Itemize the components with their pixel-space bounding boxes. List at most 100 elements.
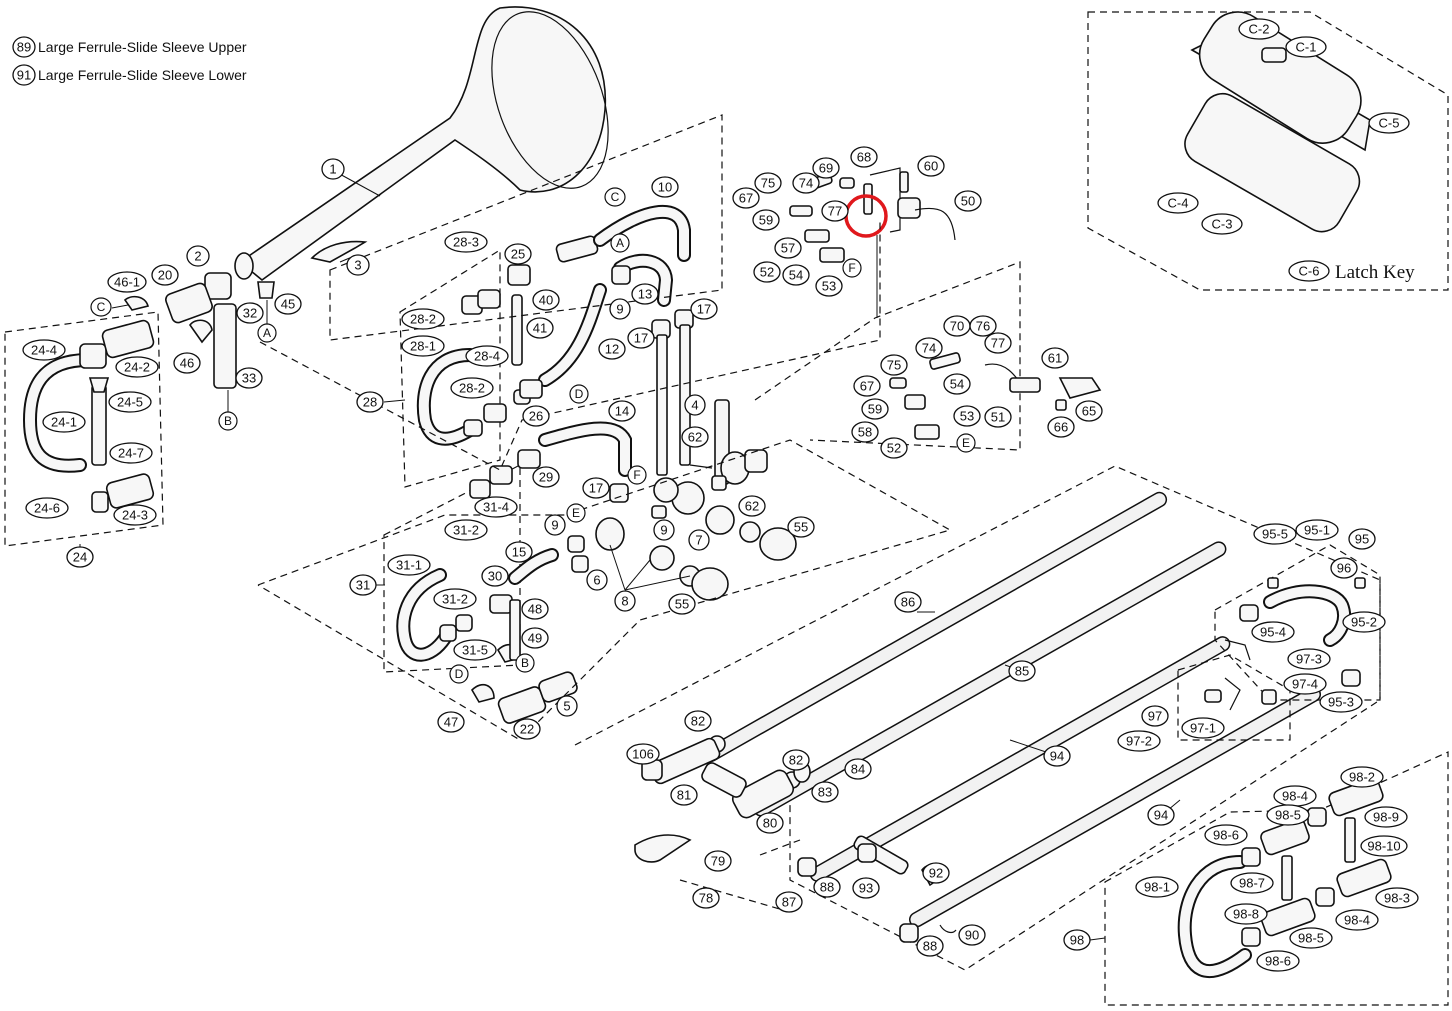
callout-94-upper: 94 (1043, 745, 1071, 767)
callout-98-8: 98-8 (1224, 903, 1268, 925)
svg-text:28-3: 28-3 (453, 235, 479, 250)
svg-text:40: 40 (539, 293, 553, 308)
group-28 (399, 235, 599, 488)
callout-92: 92 (922, 862, 950, 884)
callout-45: 45 (274, 293, 302, 315)
svg-text:67: 67 (739, 191, 753, 206)
svg-text:62: 62 (688, 430, 702, 445)
svg-text:55: 55 (794, 520, 808, 535)
callout-31-1: 31-1 (387, 554, 431, 576)
svg-text:94: 94 (1050, 749, 1064, 764)
svg-text:31-2: 31-2 (442, 592, 468, 607)
svg-text:49: 49 (528, 631, 542, 646)
callout-46-1: 46-1 (107, 271, 147, 293)
svg-text:93: 93 (859, 881, 873, 896)
svg-text:77: 77 (991, 336, 1005, 351)
svg-text:52: 52 (887, 441, 901, 456)
svg-text:24: 24 (73, 550, 87, 565)
svg-text:C-5: C-5 (1379, 116, 1400, 131)
svg-text:25: 25 (511, 247, 525, 262)
callout-24: 24 (66, 546, 94, 568)
svg-text:17: 17 (589, 481, 603, 496)
callout-66: 66 (1047, 416, 1075, 438)
svg-text:14: 14 (615, 404, 629, 419)
svg-text:2: 2 (194, 249, 201, 264)
callout-24-4: 24-4 (22, 339, 66, 361)
valve-linkage-lower (754, 261, 1102, 451)
svg-text:A: A (263, 326, 271, 340)
callout-24-7: 24-7 (109, 442, 153, 464)
svg-text:31-4: 31-4 (483, 500, 509, 515)
callout-3: 3 (346, 254, 370, 276)
svg-text:83: 83 (818, 785, 832, 800)
svg-text:52: 52 (760, 265, 774, 280)
callout-55-lower: 55 (668, 593, 696, 615)
callout-17-right: 17 (690, 298, 718, 320)
callout-82-lower: 82 (782, 749, 810, 771)
svg-text:33: 33 (242, 371, 256, 386)
svg-text:B: B (224, 414, 232, 428)
callout-97-2: 97-2 (1117, 730, 1161, 752)
svg-text:94: 94 (1154, 808, 1168, 823)
callout-24-6: 24-6 (25, 497, 69, 519)
callout-letter-a-left: A (257, 323, 277, 343)
callout-79: 79 (704, 850, 732, 872)
svg-text:13: 13 (638, 287, 652, 302)
svg-text:17: 17 (634, 331, 648, 346)
svg-text:24-7: 24-7 (118, 446, 144, 461)
callout-9-lower: 9 (544, 514, 566, 536)
svg-text:30: 30 (488, 569, 502, 584)
callout-98-6-upper: 98-6 (1204, 824, 1248, 846)
svg-text:59: 59 (759, 213, 773, 228)
callout-98-6-lower: 98-6 (1256, 950, 1300, 972)
callout-28-2-lower: 28-2 (450, 377, 494, 399)
svg-text:31-2: 31-2 (453, 523, 479, 538)
latch-key-label: Latch Key (1335, 262, 1415, 283)
callout-49: 49 (521, 627, 549, 649)
callout-c-1: C-1 (1285, 36, 1327, 58)
leader-lines (79, 304, 1181, 941)
svg-text:65: 65 (1082, 404, 1096, 419)
callout-97-4: 97-4 (1283, 673, 1327, 695)
svg-text:74: 74 (922, 341, 936, 356)
svg-text:88: 88 (820, 880, 834, 895)
central-tubing (517, 204, 797, 601)
case-group (1087, 11, 1449, 291)
svg-text:58: 58 (858, 425, 872, 440)
callout-77-upper: 77 (821, 200, 849, 222)
callout-57: 57 (774, 237, 802, 259)
callout-98-1: 98-1 (1135, 876, 1179, 898)
callout-98-5-lower: 98-5 (1289, 927, 1333, 949)
svg-text:A: A (616, 236, 624, 250)
svg-text:98-3: 98-3 (1384, 891, 1410, 906)
callout-98-3: 98-3 (1375, 887, 1419, 909)
callout-48: 48 (521, 598, 549, 620)
callout-14: 14 (608, 400, 636, 422)
callout-97-1: 97-1 (1181, 717, 1225, 739)
svg-text:24-4: 24-4 (31, 343, 57, 358)
svg-text:82: 82 (789, 753, 803, 768)
callout-94-lower: 94 (1147, 804, 1175, 826)
callout-47: 47 (437, 711, 465, 733)
callout-90: 90 (958, 924, 986, 946)
svg-text:C-4: C-4 (1168, 196, 1189, 211)
svg-text:26: 26 (529, 409, 543, 424)
callout-letter-b-lower: B (515, 653, 535, 673)
callout-5: 5 (556, 695, 578, 717)
callout-letter-e-right: E (956, 433, 976, 453)
callout-letter-c-center: C (604, 187, 626, 207)
svg-text:4: 4 (691, 398, 698, 413)
svg-text:48: 48 (528, 602, 542, 617)
svg-text:28-4: 28-4 (474, 349, 500, 364)
svg-text:15: 15 (512, 545, 526, 560)
callout-54-lower: 54 (943, 373, 971, 395)
callout-6: 6 (586, 569, 608, 591)
callout-86: 86 (894, 591, 922, 613)
callout-c-5: C-5 (1368, 112, 1410, 134)
callout-28-2-upper: 28-2 (401, 308, 445, 330)
svg-text:78: 78 (699, 891, 713, 906)
group-31 (383, 464, 578, 724)
callout-1: 1 (321, 158, 345, 180)
svg-text:22: 22 (520, 722, 534, 737)
svg-text:62: 62 (745, 499, 759, 514)
